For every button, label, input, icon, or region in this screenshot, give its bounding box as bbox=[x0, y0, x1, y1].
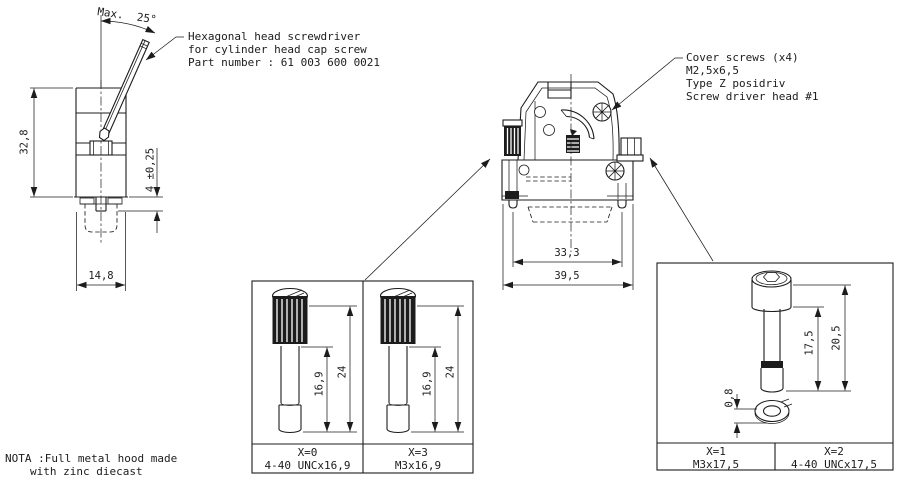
dim-front-inner-label: 33,3 bbox=[554, 247, 579, 259]
hex-screwdriver bbox=[98, 38, 150, 142]
cover-note-line-2: M2,5x6,5 bbox=[686, 64, 739, 77]
dim-x0-total-label: 24 bbox=[337, 366, 349, 379]
dim-x3-thread-length: 16,9 bbox=[409, 346, 441, 432]
material-note-line-2: with zinc diecast bbox=[30, 465, 143, 478]
variant-x1-spec: M3x17,5 bbox=[693, 458, 739, 471]
variant-x3-code: X=3 bbox=[408, 446, 428, 459]
rivet-hole-1 bbox=[534, 106, 546, 118]
dim-capscrew-thread-label: 17,5 bbox=[804, 330, 816, 355]
leader-line bbox=[145, 36, 184, 61]
dim-front-inner-width: 33,3 bbox=[512, 212, 623, 267]
cover-screws-note: Cover screws (x4) M2,5x6,5 Type Z posidr… bbox=[611, 51, 818, 111]
variant-x2-spec: 4-40 UNCx17,5 bbox=[791, 458, 877, 471]
dim-x3-thread-label: 16,9 bbox=[422, 371, 434, 396]
posidriv-screw-top bbox=[592, 102, 612, 122]
right-jackscrew bbox=[616, 137, 644, 209]
dim-capscrew-total-label: 20,5 bbox=[831, 325, 843, 350]
dim-x3-total-length: 24 bbox=[411, 305, 464, 433]
material-note: NOTA :Full metal hood made with zinc die… bbox=[5, 452, 177, 478]
lock-washer bbox=[754, 398, 793, 424]
hidden-connector-outline bbox=[84, 204, 118, 233]
hex-bit-tip bbox=[98, 127, 110, 142]
dim-flange-gap-label: 4 ±0,25 bbox=[145, 148, 157, 192]
screwdriver-note-line-1: Hexagonal head screwdriver bbox=[188, 30, 361, 43]
posidriv-screw-lower bbox=[605, 161, 625, 181]
dim-front-outer-width: 39,5 bbox=[502, 204, 634, 290]
variant-x0-code: X=0 bbox=[298, 446, 318, 459]
cover-note-line-4: Screw driver head #1 bbox=[686, 90, 818, 103]
arc-slot bbox=[560, 109, 595, 140]
dim-side-width: 14,8 bbox=[76, 212, 126, 291]
cap-screw bbox=[751, 270, 792, 393]
left-thumbscrew bbox=[502, 119, 523, 209]
dim-washer-thickness: 0,8 bbox=[724, 389, 767, 438]
dim-side-height: 32,8 bbox=[19, 87, 73, 198]
dim-x3-total-label: 24 bbox=[445, 366, 457, 379]
side-view-hood-profile bbox=[74, 80, 128, 243]
screwdriver-note-line-3: Part number : 61 003 600 0021 bbox=[188, 56, 380, 69]
dim-x0-thread-label: 16,9 bbox=[314, 371, 326, 396]
dim-capscrew-total: 20,5 bbox=[786, 284, 851, 392]
screwdriver-note: Hexagonal head screwdriver for cylinder … bbox=[145, 30, 380, 69]
hex-socket bbox=[762, 272, 781, 282]
dim-capscrew-thread: 17,5 bbox=[793, 306, 824, 391]
rivet-hole-2 bbox=[543, 124, 555, 136]
variant-x0-spec: 4-40 UNCx16,9 bbox=[264, 459, 350, 472]
cover-note-line-3: Type Z posidriv bbox=[686, 77, 786, 90]
capscrew-variants-box: 17,5 20,5 0,8 X=1 M3x17,5 X=2 4-40 UNCx1… bbox=[649, 157, 894, 471]
flange-detail bbox=[79, 197, 123, 233]
side-hole bbox=[518, 164, 530, 176]
angle-arc bbox=[100, 17, 156, 34]
dim-x0-total-length: 24 bbox=[303, 305, 357, 433]
captive-screw bbox=[566, 129, 580, 153]
hidden-edges bbox=[526, 176, 571, 182]
box-leader-arrow bbox=[649, 157, 714, 262]
leader-line bbox=[611, 57, 683, 111]
thumbscrew-x0 bbox=[271, 287, 309, 434]
variant-x1-code: X=1 bbox=[706, 445, 726, 458]
dim-washer-thickness-label: 0,8 bbox=[724, 389, 736, 408]
top-latch bbox=[547, 82, 572, 99]
dim-side-width-label: 14,8 bbox=[88, 270, 113, 282]
cover-note-line-1: Cover screws (x4) bbox=[686, 51, 799, 64]
hidden-dsub-connector bbox=[527, 206, 613, 223]
dim-flange-gap: 4 ±0,25 bbox=[118, 148, 163, 233]
thumbscrew-variants-box: 16,9 24 16,9 bbox=[251, 158, 491, 474]
front-view-hood bbox=[501, 74, 644, 252]
dim-front-outer-label: 39,5 bbox=[554, 270, 579, 282]
box-leader-arrow bbox=[364, 158, 491, 281]
screwdriver-note-line-2: for cylinder head cap screw bbox=[188, 43, 367, 56]
material-note-line-1: NOTA :Full metal hood made bbox=[5, 452, 177, 465]
variant-x2-code: X=2 bbox=[824, 445, 844, 458]
dim-side-height-label: 32,8 bbox=[19, 129, 31, 154]
thumbscrew-x3 bbox=[379, 287, 417, 434]
lower-body bbox=[501, 159, 634, 201]
dim-x0-thread-length: 16,9 bbox=[301, 346, 333, 432]
variant-x3-spec: M3x16,9 bbox=[395, 459, 441, 472]
